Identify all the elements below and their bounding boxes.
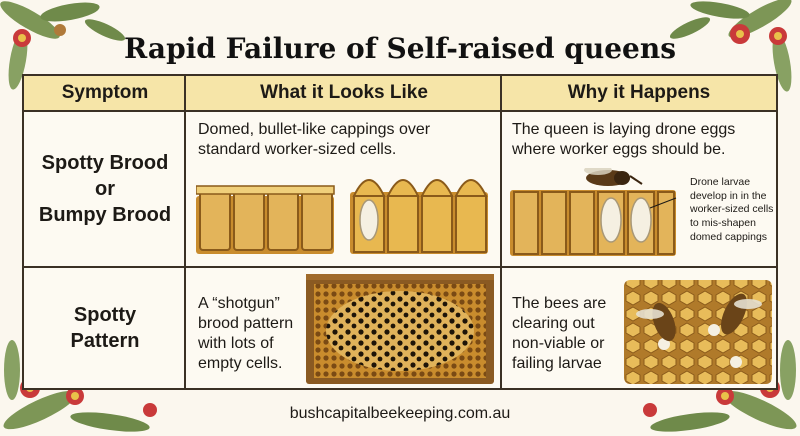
symptom-line: Spotty Brood <box>41 152 169 174</box>
column-divider <box>500 76 502 388</box>
text-line: non-viable or <box>512 335 605 352</box>
header-why-it-happens: Why it Happens <box>502 76 776 112</box>
looks-like-text-row2: A “shotgun” brood pattern with lots of e… <box>198 294 318 374</box>
drone-larvae-in-cells-illustration <box>510 168 677 256</box>
text-line: failing larvae <box>512 355 602 372</box>
looks-like-text-row1: Domed, bullet-like cappings over standar… <box>198 121 431 158</box>
bee-icon <box>636 302 676 342</box>
note-line: domed cappings <box>690 230 768 243</box>
website-footer: bushcapitalbeekeeping.com.au <box>289 405 511 422</box>
worker-cells-illustration <box>196 185 335 254</box>
note-line: to mis-shapen <box>690 216 756 229</box>
symptom-table: Symptom What it Looks Like Why it Happen… <box>22 74 778 390</box>
symptom-line: or <box>95 178 115 200</box>
symptom-spotty-or-bumpy-brood: Spotty Brood or Bumpy Brood <box>24 112 186 266</box>
text-line: empty cells. <box>198 355 283 372</box>
header-symptom: Symptom <box>24 76 186 112</box>
header-what-it-looks-like: What it Looks Like <box>186 76 502 112</box>
symptom-line: Pattern <box>70 330 140 352</box>
text-line: A “shotgun” <box>198 295 280 312</box>
note-line: develop in in the <box>690 189 767 202</box>
column-divider <box>184 76 186 388</box>
symptom-spotty-pattern: Spotty Pattern <box>24 268 186 388</box>
symptom-line: Spotty <box>73 304 137 326</box>
why-text-row1: The queen is laying drone eggs where wor… <box>512 121 736 158</box>
why-text-row2: The bees are clearing out non-viable or … <box>512 294 632 374</box>
domed-cappings-illustration <box>350 179 488 254</box>
bee-icon <box>721 293 762 335</box>
text-line: The bees are <box>512 295 607 312</box>
text-line: clearing out <box>512 315 595 332</box>
symptom-line: Bumpy Brood <box>38 204 172 226</box>
note-line: Drone larvae <box>690 176 751 188</box>
text-line: brood pattern <box>198 315 294 332</box>
drone-larvae-note: Drone larvae develop in in the worker-si… <box>690 176 780 244</box>
bees-on-comb-illustration <box>624 280 772 384</box>
bee-icon <box>584 168 643 186</box>
brood-frame-illustration <box>306 274 494 384</box>
row-divider <box>24 266 776 268</box>
note-line: worker-sized cells <box>690 203 774 216</box>
text-line: with lots of <box>198 335 274 352</box>
page-title: Rapid Failure of Self-raised queens <box>124 32 676 65</box>
